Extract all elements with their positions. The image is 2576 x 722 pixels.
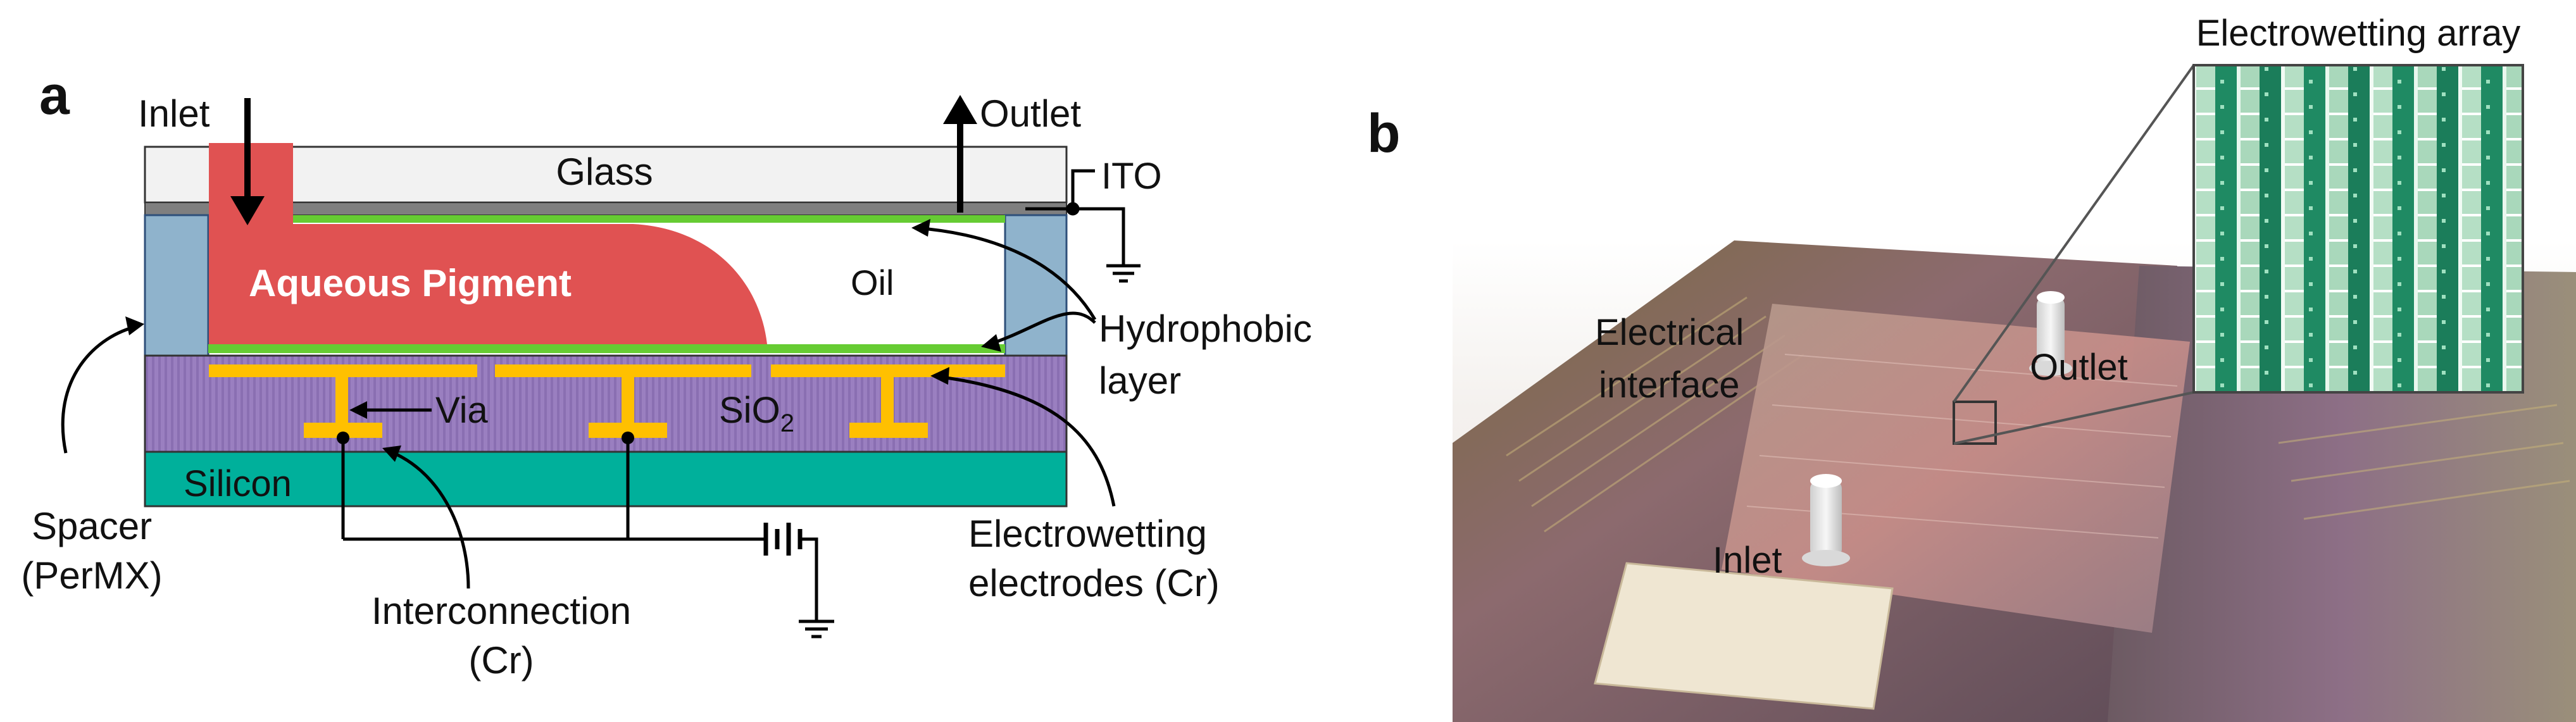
inlet-photo-label: Inlet xyxy=(1713,540,1782,581)
oil-label: Oil xyxy=(851,263,894,302)
spacer-label-1: Spacer xyxy=(32,505,152,547)
interconnect-node-1 xyxy=(337,432,349,444)
panel-b-letter: b xyxy=(1367,103,1401,164)
interconnection-arrow xyxy=(387,449,470,589)
electrodes-label-1: Electrowetting xyxy=(968,513,1207,555)
silicon-layer xyxy=(144,451,1068,507)
inlet-tube xyxy=(1802,474,1850,566)
panel-b: b xyxy=(1367,13,2576,722)
electrodes-arrowhead xyxy=(930,367,949,385)
spacer-arrowhead xyxy=(125,316,144,335)
via-label: Via xyxy=(435,390,489,431)
spacer-arrow xyxy=(61,324,140,454)
hydrophobic-label-1: Hydrophobic xyxy=(1099,308,1312,350)
outlet-label: Outlet xyxy=(980,92,1081,135)
glass-label: Glass xyxy=(556,151,653,193)
hydrophobic-arrowhead-2 xyxy=(981,334,1001,352)
electrodes-arrow xyxy=(936,375,1116,507)
spacer-right xyxy=(1004,214,1068,357)
hydrophobic-label-2: layer xyxy=(1099,359,1181,402)
panel-a-letter: a xyxy=(39,65,70,126)
outlet-tube xyxy=(2029,291,2072,376)
ito-ground xyxy=(1025,169,1141,283)
flex-cable xyxy=(1594,562,1894,710)
interconnection-arrowhead xyxy=(382,445,401,462)
electrode-2 xyxy=(495,364,751,377)
outlet-photo-label: Outlet xyxy=(2030,347,2128,388)
hydrophobic-bottom xyxy=(208,344,1005,353)
inlet-label: Inlet xyxy=(138,92,210,135)
zoom-source-box xyxy=(1953,401,1997,445)
interconnection-wiring xyxy=(341,438,834,638)
electrowetting-array-image xyxy=(2192,64,2524,394)
electrodes-label-2: electrodes (Cr) xyxy=(968,562,1220,604)
hydrophobic-arrowhead-1 xyxy=(911,219,930,237)
spacer-label-2: (PerMX) xyxy=(21,554,162,597)
electrodes xyxy=(209,364,1005,438)
ito-label: ITO xyxy=(1101,156,1162,197)
zoom-line-1 xyxy=(1953,64,2195,403)
glass-layer xyxy=(144,146,1068,204)
electrical-interface-label-2: interface xyxy=(1599,364,1739,406)
hydrophobic-top xyxy=(291,215,1005,223)
silicon-label: Silicon xyxy=(184,463,292,504)
electrode-3 xyxy=(771,364,1005,377)
aqueous-pigment xyxy=(209,143,767,344)
outlet-arrow xyxy=(943,95,977,213)
panel-a: a Glass Aqueous Pigment Oil V xyxy=(21,65,1312,682)
zoom-line-2 xyxy=(1953,391,2194,445)
interconnect-node-2 xyxy=(622,432,634,444)
via-arrowhead xyxy=(349,401,367,419)
inlet-arrow xyxy=(230,98,265,225)
sio2-label: SiO2 xyxy=(719,390,794,437)
array-label: Electrowetting array xyxy=(2196,13,2521,54)
interconnection-label-2: (Cr) xyxy=(468,639,534,682)
aqueous-pigment-label: Aqueous Pigment xyxy=(249,262,572,304)
hydrophobic-arrows xyxy=(914,226,1097,347)
spacer-left xyxy=(144,214,209,357)
interconnection-label-1: Interconnection xyxy=(372,590,631,632)
electrode-1 xyxy=(209,364,477,377)
electrical-interface-label-1: Electrical xyxy=(1595,312,1744,353)
